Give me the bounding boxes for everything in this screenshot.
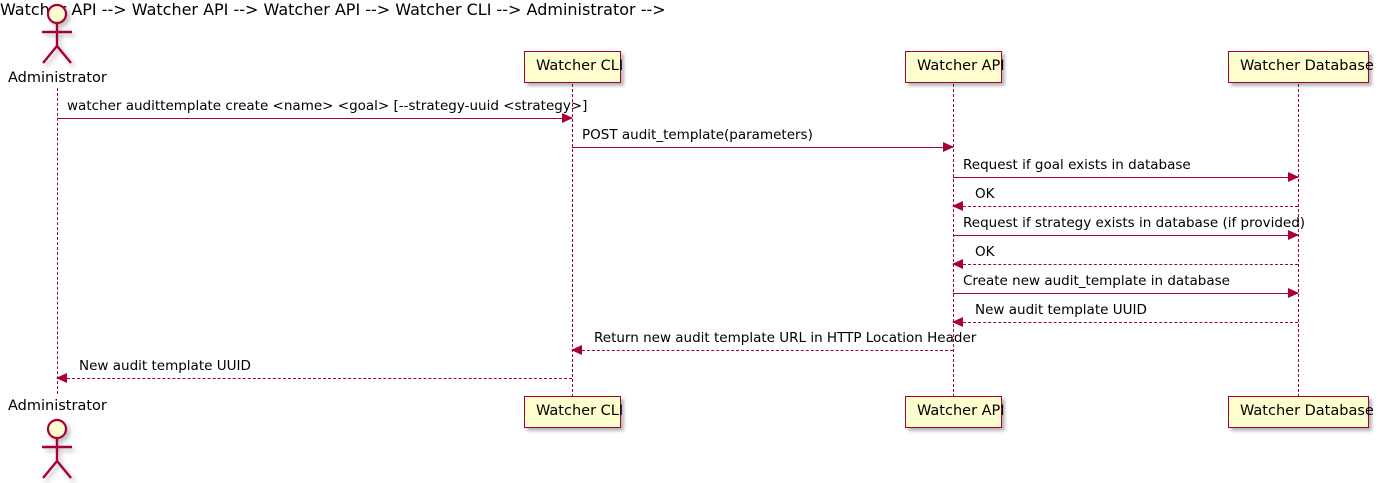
message-9-line: [572, 350, 953, 351]
participant-box-watcher-cli-top[interactable]: Watcher CLI: [524, 51, 623, 83]
lifeline-watcher-cli: [572, 84, 573, 397]
message-7-line: [953, 293, 1298, 294]
actor-administrator-top: [34, 3, 80, 65]
actor-administrator-bottom: [34, 418, 80, 480]
arrowhead-right-icon: [1288, 288, 1299, 298]
message-10-line: [57, 378, 572, 379]
message-5-line: [953, 235, 1298, 236]
message-3-line: [953, 177, 1298, 178]
arrowhead-right-icon: [1288, 172, 1299, 182]
message-10-label: New audit template UUID: [79, 358, 251, 374]
arrowhead-left-icon: [571, 345, 582, 355]
participant-box-watcher-db-bottom[interactable]: Watcher Database: [1228, 396, 1374, 428]
arrowhead-left-icon: [952, 259, 963, 269]
message-1-line: [57, 118, 572, 119]
participant-box-watcher-cli-bottom[interactable]: Watcher CLI: [524, 396, 623, 428]
message-8-line: [953, 322, 1298, 323]
participant-box-watcher-db-top[interactable]: Watcher Database: [1228, 51, 1374, 83]
arrowhead-left-icon: [56, 373, 67, 383]
participant-box-watcher-api-bottom[interactable]: Watcher API: [905, 396, 1005, 428]
message-4-label: OK: [975, 186, 995, 202]
participant-box-watcher-api-top[interactable]: Watcher API: [905, 51, 1005, 83]
message-1-label: watcher audittemplate create <name> <goa…: [67, 98, 588, 114]
message-6-label: OK: [975, 244, 995, 260]
actor-label-administrator-bottom: Administrator: [8, 398, 107, 414]
message-2-line: [572, 147, 953, 148]
arrowhead-right-icon: [1288, 230, 1299, 240]
message-8-label: New audit template UUID: [975, 302, 1147, 318]
arrowhead-right-icon: [943, 142, 954, 152]
arrowhead-left-icon: [952, 317, 963, 327]
message-6-line: [953, 264, 1298, 265]
lifeline-watcher-api: [953, 84, 954, 397]
actor-label-administrator-top: Administrator: [8, 70, 107, 86]
message-3-label: Request if goal exists in database: [963, 157, 1191, 173]
arrowhead-left-icon: [952, 201, 963, 211]
message-9-label: Return new audit template URL in HTTP Lo…: [594, 330, 977, 346]
message-2-label: POST audit_template(parameters): [582, 127, 813, 143]
message-5-label: Request if strategy exists in database (…: [963, 215, 1306, 231]
lifeline-administrator: [57, 88, 58, 394]
lifeline-watcher-db: [1298, 84, 1299, 397]
message-7-label: Create new audit_template in database: [963, 273, 1230, 289]
message-4-line: [953, 206, 1298, 207]
arrowhead-right-icon: [562, 113, 573, 123]
